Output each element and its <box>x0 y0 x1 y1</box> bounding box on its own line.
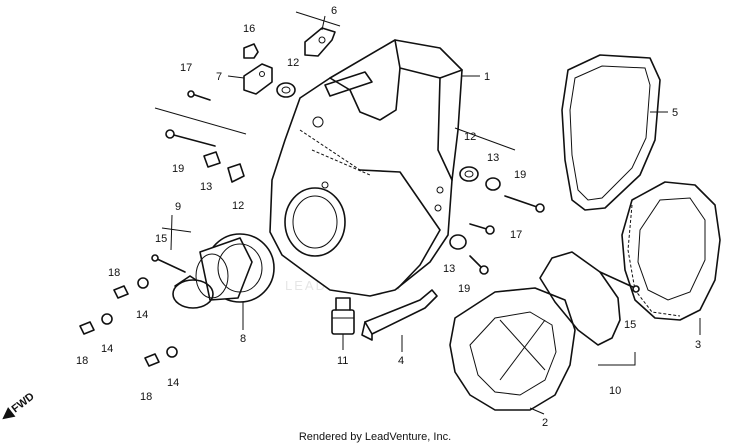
group-line-12-right <box>454 127 516 151</box>
element-holder[interactable] <box>449 287 576 411</box>
bolt-right-lower[interactable] <box>469 223 495 235</box>
clamp-screw[interactable] <box>151 254 186 273</box>
group-line-10 <box>598 352 636 366</box>
group-line-6 <box>295 11 341 27</box>
callout-9: 9 <box>175 201 181 213</box>
callout-1: 1 <box>484 71 490 83</box>
tube-clamp[interactable] <box>172 275 214 309</box>
nut-top[interactable] <box>243 43 259 59</box>
leader-7 <box>227 75 245 79</box>
callout-2: 2 <box>542 417 548 429</box>
bracket-band[interactable] <box>361 289 438 341</box>
callout-13-lower: 13 <box>443 263 455 275</box>
callout-14-lower: 14 <box>167 377 179 389</box>
stay-bracket[interactable] <box>304 27 336 57</box>
group-line-19-left <box>154 107 247 135</box>
collar-lower[interactable] <box>449 234 467 250</box>
cover-plate[interactable] <box>561 54 661 211</box>
callout-3: 3 <box>695 339 701 351</box>
callout-17-right: 17 <box>510 229 522 241</box>
callout-14-upper: 14 <box>136 309 148 321</box>
long-bolt-lower[interactable] <box>469 255 489 275</box>
washer-upper[interactable] <box>137 277 149 289</box>
callout-18-lower: 18 <box>140 391 152 403</box>
callout-19-lower: 19 <box>458 283 470 295</box>
callout-14-middle: 14 <box>101 343 113 355</box>
callout-8: 8 <box>240 333 246 345</box>
collar-right[interactable] <box>485 177 501 191</box>
callout-18-upper: 18 <box>108 267 120 279</box>
callout-7: 7 <box>216 71 222 83</box>
leader-6 <box>321 15 326 31</box>
callout-13-right: 13 <box>487 152 499 164</box>
screw-middle[interactable] <box>79 321 95 335</box>
render-credit: Rendered by LeadVenture, Inc. <box>298 431 452 443</box>
long-bolt-right[interactable] <box>504 195 545 213</box>
group-line-15 <box>161 227 192 233</box>
collar-left[interactable] <box>203 151 221 168</box>
group-line-9 <box>170 214 173 251</box>
leader-2 <box>529 407 545 415</box>
callout-16: 16 <box>243 23 255 35</box>
callout-13-left: 13 <box>200 181 212 193</box>
air-cleaner-case[interactable] <box>269 39 463 297</box>
callout-10: 10 <box>609 385 621 397</box>
grommet-right[interactable] <box>459 166 479 182</box>
connecting-tube[interactable] <box>195 233 275 303</box>
element-clamp[interactable] <box>539 251 640 346</box>
callout-12-top: 12 <box>287 57 299 69</box>
callout-6: 6 <box>331 5 337 17</box>
grommet-left[interactable] <box>227 163 245 183</box>
callout-15-right: 15 <box>624 319 636 331</box>
callout-12-right: 12 <box>464 131 476 143</box>
callout-11: 11 <box>337 355 348 367</box>
drain-tube[interactable] <box>331 297 355 335</box>
long-bolt-left[interactable] <box>165 129 216 147</box>
callout-18-middle: 18 <box>76 355 88 367</box>
callout-15-left: 15 <box>155 233 167 245</box>
grommet-top[interactable] <box>276 82 296 98</box>
air-cleaner-element[interactable] <box>621 181 721 321</box>
callout-12-left: 12 <box>232 200 244 212</box>
screw-upper[interactable] <box>113 285 129 299</box>
washer-lower[interactable] <box>166 346 178 358</box>
washer-middle[interactable] <box>101 313 113 325</box>
bolt-top-left[interactable] <box>187 90 211 101</box>
callout-19-left: 19 <box>172 163 184 175</box>
clip-bracket[interactable] <box>243 63 273 95</box>
screw-lower[interactable] <box>144 353 160 367</box>
callout-19-right: 19 <box>514 169 526 181</box>
callout-5: 5 <box>672 107 678 119</box>
callout-4: 4 <box>398 355 404 367</box>
callout-17-top: 17 <box>180 62 192 74</box>
